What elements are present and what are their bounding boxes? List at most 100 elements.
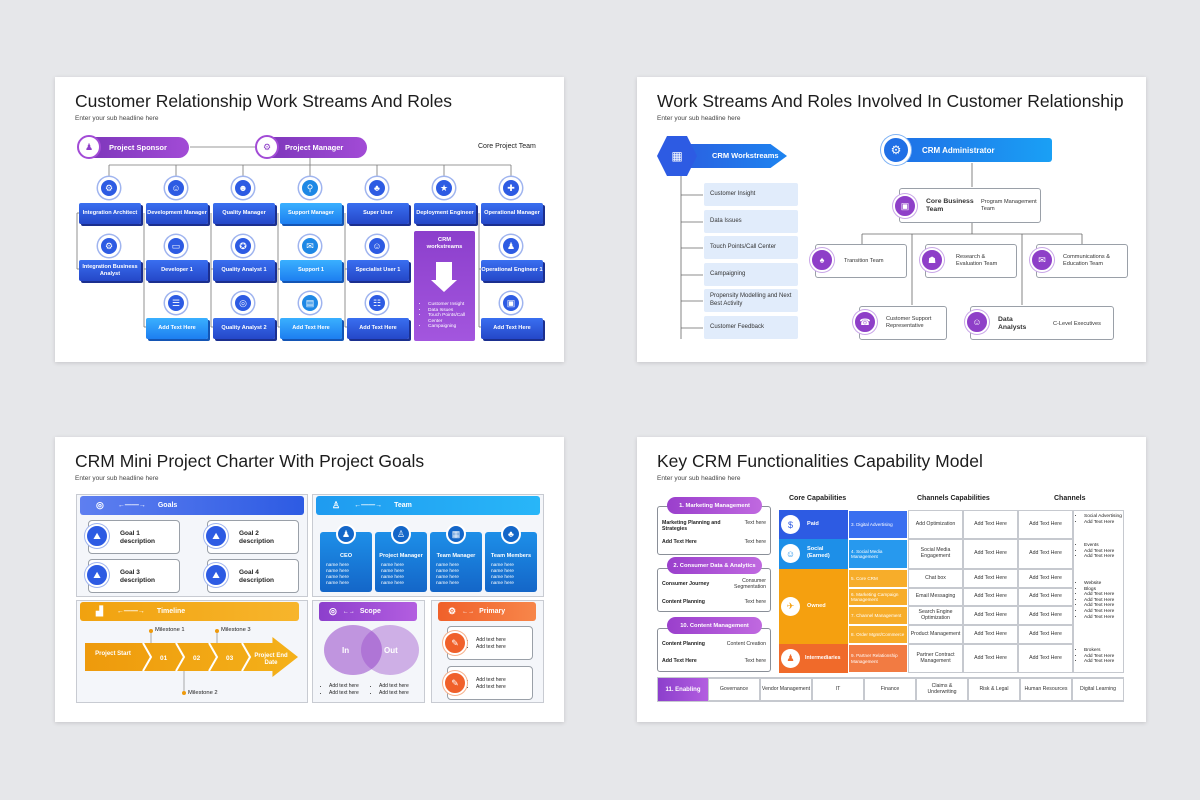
core-sublabel: 7. Channel Management	[848, 606, 908, 625]
capability-text-cell[interactable]: Add Text Here	[963, 644, 1018, 673]
ws-touch-points[interactable]: Touch Points/Call Center	[704, 236, 798, 259]
channel-capability-cell[interactable]: Social Media Engagement	[908, 539, 963, 569]
team-header[interactable]: ♙ ←——→ Team	[316, 496, 540, 515]
crm-panel-list: Customer Insight Data Issues Touch Point…	[422, 302, 476, 330]
enabling-cell[interactable]: Risk & Legal	[968, 678, 1020, 701]
channel-capability-cell[interactable]: Chat box	[908, 569, 963, 588]
slide-work-streams-involved[interactable]: Work Streams And Roles Involved In Custo…	[637, 77, 1146, 362]
primary-header[interactable]: ⚙ ←→ Primary	[438, 602, 536, 621]
channels-column	[1073, 510, 1124, 673]
arrow-down-icon	[436, 262, 452, 280]
goals-header[interactable]: ◎ ←——→ Goals	[80, 496, 304, 515]
row3-add-text-4[interactable]: Add Text Here	[481, 318, 543, 339]
role-super-user[interactable]: Super User	[347, 203, 409, 224]
primary-2-icon: ✎	[443, 671, 467, 695]
project-manager-pill[interactable]: Project Manager	[257, 137, 367, 158]
chip-consumer-data: 2. Consumer Data & Analytics	[667, 557, 762, 574]
role-quality-manager[interactable]: Quality Manager	[213, 203, 275, 224]
target-icon: ◎	[329, 606, 337, 616]
role-integration-business-analyst[interactable]: Integration Business Analyst	[79, 260, 141, 281]
tm-icon: ▦	[446, 524, 466, 544]
channel-capability-cell[interactable]: Search Engine Optimization	[908, 606, 963, 625]
file-icon: ▣	[500, 292, 522, 314]
enabling-cell[interactable]: Finance	[864, 678, 916, 701]
scope-arrow: ←→	[342, 608, 355, 615]
role-operational-engineer-1[interactable]: Operational Engineer 1	[481, 260, 543, 281]
ws-campaigning[interactable]: Campaigning	[704, 263, 798, 286]
crm-workstreams-panel[interactable]: CRM workstreams Customer Insight Data Is…	[414, 231, 475, 341]
core-project-team-label: Core Project Team	[478, 143, 536, 150]
primary-1-icon: ✎	[443, 631, 467, 655]
channel-capability-cell[interactable]: Add Optimization	[908, 510, 963, 539]
role-quality-analyst-2[interactable]: Quality Analyst 2	[213, 318, 275, 339]
row3-add-text-1[interactable]: Add Text Here	[146, 318, 208, 339]
role-quality-analyst-1[interactable]: Quality Analyst 1	[213, 260, 275, 281]
timeline-step-02: 02	[193, 655, 201, 662]
capability-text-cell[interactable]: Add Text Here	[1018, 539, 1073, 569]
scope-header[interactable]: ◎ ←→ Scope	[319, 602, 417, 621]
role-operational-manager[interactable]: Operational Manager	[481, 203, 543, 224]
role-developer-1[interactable]: Developer 1	[146, 260, 208, 281]
milestone-3: Milestone 3	[221, 627, 251, 633]
enabling-cell[interactable]: Claims & Underwriting	[916, 678, 968, 701]
core-business-team-box[interactable]: Core Business Team Program Management Te…	[899, 188, 1041, 223]
slide-capability-model[interactable]: Key CRM Functionalities Capability Model…	[637, 437, 1146, 722]
search-icon: ⚲	[299, 177, 321, 199]
slide-work-streams-roles[interactable]: Customer Relationship Work Streams And R…	[55, 77, 564, 362]
role-support-1[interactable]: Support 1	[280, 260, 342, 281]
crm-administrator-pill[interactable]: CRM Administrator	[892, 138, 1052, 162]
enabling-cell[interactable]: Human Resources	[1020, 678, 1072, 701]
capability-text-cell[interactable]: Add Text Here	[963, 606, 1018, 625]
enabling-label[interactable]: 11. Enabling	[658, 678, 708, 701]
role-deployment-engineer[interactable]: Deployment Engineer	[414, 203, 476, 224]
capability-text-cell[interactable]: Add Text Here	[1018, 625, 1073, 644]
analyst-icon: ☺	[965, 310, 989, 334]
role-integration-architect[interactable]: Integration Architect	[79, 203, 141, 224]
gear-icon: ⚙	[98, 177, 120, 199]
scope-out-label: Out	[384, 646, 398, 655]
channel-capability-cell[interactable]: Product Management	[908, 625, 963, 644]
capability-text-cell[interactable]: Add Text Here	[963, 625, 1018, 644]
capability-text-cell[interactable]: Add Text Here	[963, 510, 1018, 539]
pm-icon: ♙	[391, 524, 411, 544]
group-consumer-data[interactable]	[657, 568, 771, 612]
role-development-manager[interactable]: Development Manager	[146, 203, 208, 224]
capability-text-cell[interactable]: Add Text Here	[1018, 588, 1073, 606]
ws-data-issues[interactable]: Data Issues	[704, 210, 798, 233]
channel-capability-cell[interactable]: Partner Contract Management	[908, 644, 963, 673]
capability-text-cell[interactable]: Add Text Here	[1018, 510, 1073, 539]
enabling-cell[interactable]: Governance	[708, 678, 760, 701]
members-icon: ♣	[501, 524, 521, 544]
header-channels: Channels	[1054, 495, 1086, 502]
enabling-cell[interactable]: Vendor Management	[760, 678, 812, 701]
enabling-cell[interactable]: Digital Learning	[1072, 678, 1124, 701]
slide-project-charter[interactable]: CRM Mini Project Charter With Project Go…	[55, 437, 564, 722]
workstream-hexagon: ▦	[657, 136, 697, 176]
capability-text-cell[interactable]: Add Text Here	[1018, 569, 1073, 588]
capability-text-cell[interactable]: Add Text Here	[1018, 644, 1073, 673]
slide-subtitle: Enter your sub headline here	[75, 475, 159, 482]
ws-customer-insight[interactable]: Customer Insight	[704, 183, 798, 206]
timeline-arrow-shape	[85, 637, 298, 677]
capability-text-cell[interactable]: Add Text Here	[1018, 606, 1073, 625]
engineer-icon: ♟	[500, 235, 522, 257]
row3-add-text-2[interactable]: Add Text Here	[280, 318, 342, 339]
ws-propensity[interactable]: Propensity Modelling and Next Best Activ…	[704, 289, 798, 312]
timeline-header[interactable]: ▟ ←——→ Timeline	[80, 602, 299, 621]
row3-add-text-3[interactable]: Add Text Here	[347, 318, 409, 339]
slide-subtitle: Enter your sub headline here	[657, 475, 741, 482]
core-sublabel: 6. Marketing Campaign Management	[848, 588, 908, 606]
project-sponsor-pill[interactable]: Project Sponsor	[79, 137, 189, 158]
target-icon: ◎	[96, 500, 104, 510]
capability-text-cell[interactable]: Add Text Here	[963, 588, 1018, 606]
group-content-management[interactable]	[657, 628, 771, 672]
ws-customer-feedback[interactable]: Customer Feedback	[704, 316, 798, 339]
data-analysts-box[interactable]: Data Analysts C-Level Executives	[970, 306, 1114, 340]
capability-text-cell[interactable]: Add Text Here	[963, 539, 1018, 569]
role-specialist-user-1[interactable]: Specialist User 1	[347, 260, 409, 281]
channel-capability-cell[interactable]: Email Messaging	[908, 588, 963, 606]
enabling-cell[interactable]: IT	[812, 678, 864, 701]
capability-text-cell[interactable]: Add Text Here	[963, 569, 1018, 588]
role-support-manager[interactable]: Support Manager	[280, 203, 342, 224]
